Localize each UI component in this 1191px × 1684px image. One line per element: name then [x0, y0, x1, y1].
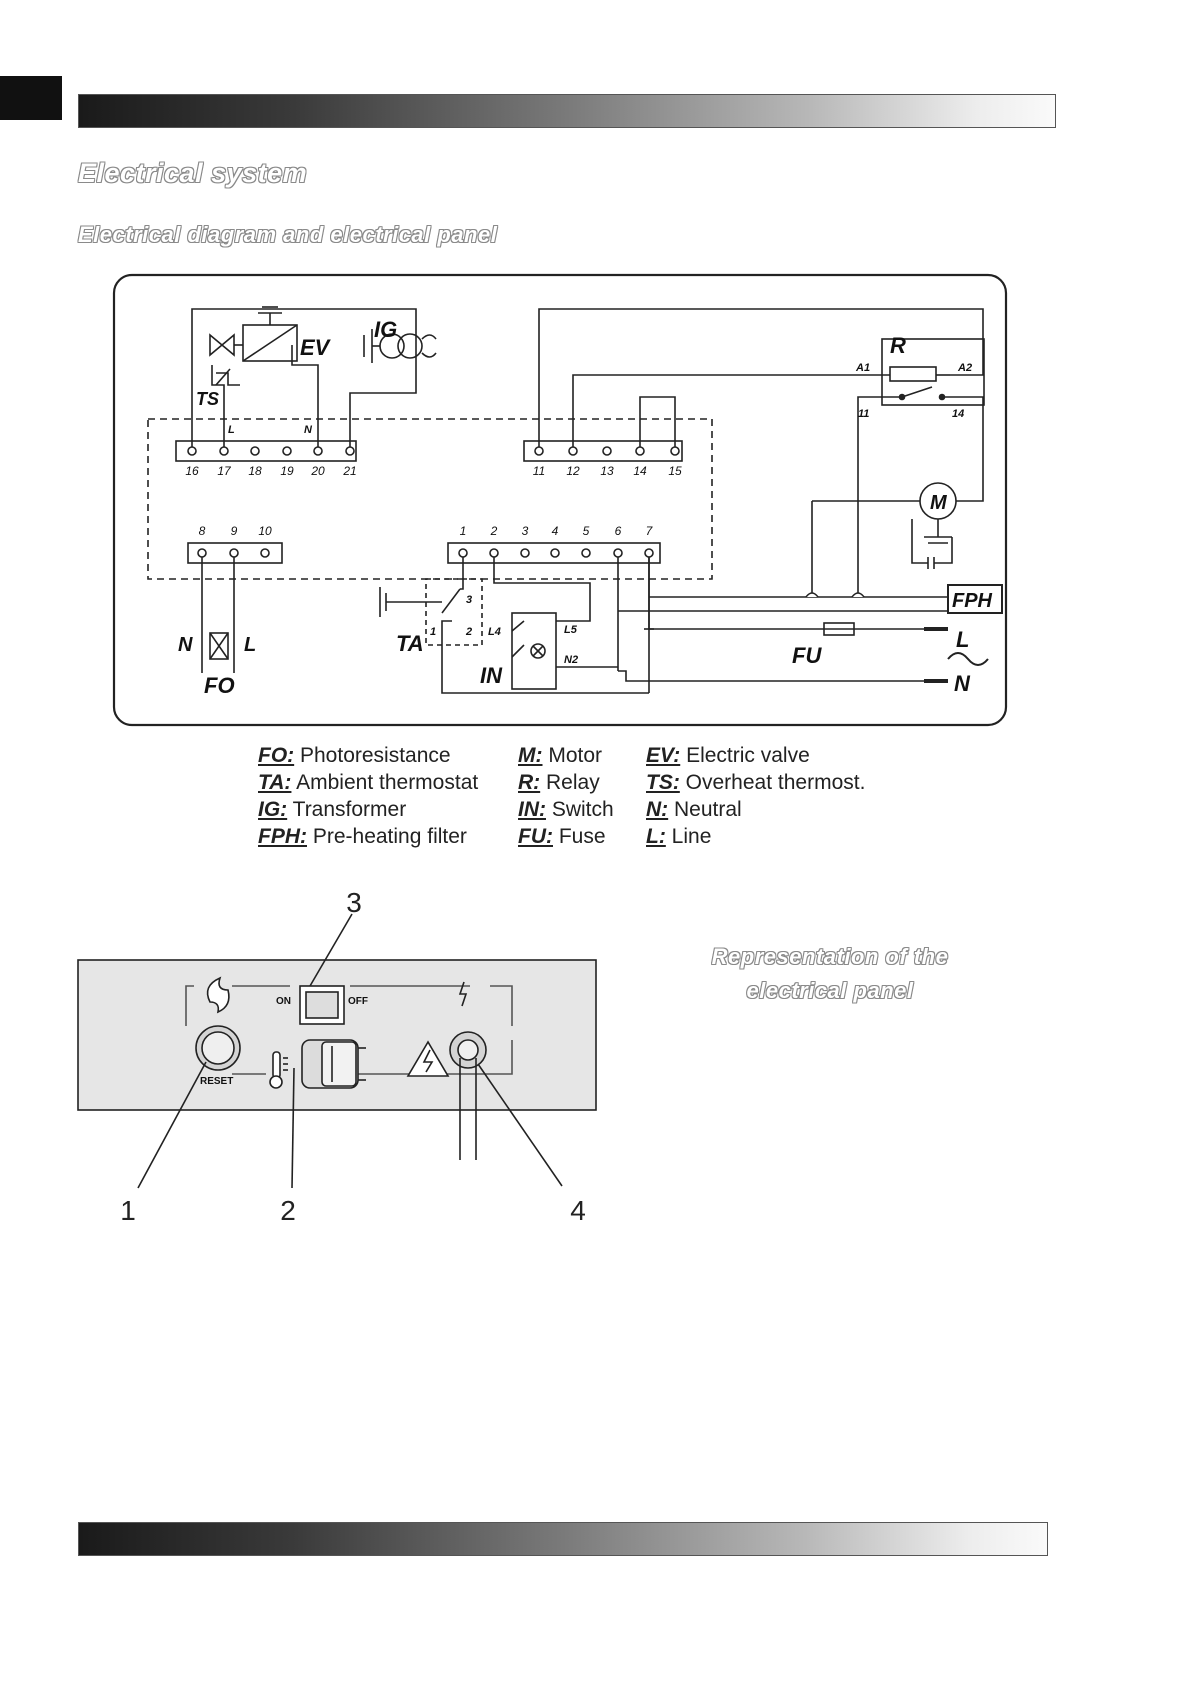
label-a2: A2 [957, 362, 972, 374]
label-line-n: N [954, 671, 971, 696]
terminal-7: 7 [646, 524, 654, 538]
terminal-21: 21 [342, 464, 356, 478]
label-a1: A1 [855, 362, 870, 374]
terminal-5: 5 [583, 524, 590, 538]
label-ta1: 1 [430, 626, 436, 638]
label-ts: TS [196, 389, 219, 409]
label-l-small: L [228, 424, 235, 436]
callout-3: 3 [346, 890, 362, 918]
legend-item: FU: Fuse [518, 825, 606, 848]
terminal-block-8-10 [187, 542, 283, 564]
legend-item: EV: Electric valve [646, 744, 810, 767]
label-r: R [890, 333, 906, 358]
label-ta3: 3 [466, 594, 472, 606]
label-fph: FPH [952, 590, 993, 612]
legend-item: IG: Transformer [258, 798, 407, 821]
label-ta2: 2 [465, 626, 472, 638]
label-line-l: L [956, 627, 969, 652]
panel-on-label: ON [276, 996, 291, 1007]
terminal-17: 17 [217, 464, 232, 478]
terminal-13: 13 [600, 464, 614, 478]
terminal-8: 8 [199, 524, 206, 538]
label-l4: L4 [488, 626, 501, 638]
label-ta: TA [396, 631, 424, 656]
label-n2: N2 [564, 654, 578, 666]
panel-off-label: OFF [348, 996, 368, 1007]
terminal-18: 18 [248, 464, 262, 478]
legend-item: FPH: Pre-heating filter [258, 825, 467, 848]
terminal-4: 4 [552, 524, 559, 538]
terminal-20: 20 [310, 464, 325, 478]
transformer-icon [379, 333, 405, 359]
label-fo: FO [204, 673, 235, 698]
footer-bar [78, 1522, 1048, 1556]
panel-caption: Representation of the electrical panel [711, 944, 949, 1003]
label-ev: EV [300, 335, 332, 360]
legend-item: IN: Switch [518, 798, 614, 821]
terminal-3: 3 [522, 524, 529, 538]
terminal-12: 12 [566, 464, 580, 478]
callout-leader-3 [309, 913, 353, 987]
header-bar [78, 94, 1056, 128]
callout-leader-4 [477, 1063, 563, 1187]
photoresistor-icon [209, 632, 229, 660]
section-subtitle: Electrical diagram and electrical panel [78, 222, 498, 247]
ta-box [425, 578, 483, 646]
terminal-16: 16 [185, 464, 199, 478]
label-in: IN [480, 663, 503, 688]
terminal-15: 15 [668, 464, 682, 478]
relay-coil-icon [889, 366, 937, 382]
relay-box [881, 338, 985, 406]
label-r14: 14 [952, 408, 964, 420]
terminal-1: 1 [460, 524, 467, 538]
electrical-panel-illustration: ON OFF RESET 1 2 3 4 [77, 890, 597, 1226]
label-ig: IG [374, 317, 397, 342]
switch-box [511, 612, 557, 690]
terminal-11: 11 [533, 464, 545, 478]
corner-block [0, 76, 62, 120]
callout-leader-2 [291, 1067, 295, 1189]
callout-leader-1 [137, 1061, 207, 1189]
terminal-14: 14 [633, 464, 647, 478]
label-n-small: N [304, 424, 313, 436]
callout-4: 4 [570, 1195, 586, 1226]
legend-item: R: Relay [518, 771, 600, 794]
legend-item: FO: Photoresistance [258, 744, 451, 767]
electrical-diagram: EV IG TS R M FPH TA IN FO FU N L L N L N… [112, 273, 1008, 727]
legend-item: TA: Ambient thermostat [258, 771, 479, 794]
legend-item: M: Motor [518, 744, 603, 767]
label-l5: L5 [564, 624, 578, 636]
control-box [147, 418, 713, 580]
terminal-block-16-21 [175, 440, 357, 462]
callout-2: 2 [280, 1195, 296, 1226]
legend-item: N: Neutral [646, 798, 742, 821]
label-m: M [930, 492, 948, 514]
fuse-icon [823, 622, 855, 636]
legend-item: L: Line [646, 825, 712, 848]
flame-icon [206, 976, 230, 1014]
label-fo-l: L [244, 634, 256, 656]
lightning-icon [458, 981, 468, 1007]
callout-1: 1 [120, 1195, 136, 1226]
terminal-10: 10 [258, 524, 272, 538]
warning-triangle-icon [406, 1040, 450, 1077]
terminal-block-11-15 [523, 440, 683, 462]
thermometer-icon [272, 1051, 281, 1079]
section-title: Electrical system [78, 158, 308, 188]
terminal-9: 9 [231, 524, 238, 538]
lamp-icon [530, 643, 546, 659]
label-fo-n: N [178, 634, 193, 656]
panel-reset-label: RESET [200, 1076, 233, 1087]
label-r11: 11 [858, 408, 869, 420]
terminal-19: 19 [280, 464, 294, 478]
legend: FO: Photoresistance TA: Ambient thermost… [258, 744, 978, 864]
fph-box [947, 584, 1003, 614]
terminal-6: 6 [615, 524, 622, 538]
valve-icon [209, 333, 235, 357]
label-fu: FU [792, 643, 822, 668]
legend-item: TS: Overheat thermost. [646, 771, 866, 794]
terminal-2: 2 [490, 524, 498, 538]
terminal-block-1-7 [447, 542, 661, 564]
diagram-frame [112, 273, 1008, 727]
